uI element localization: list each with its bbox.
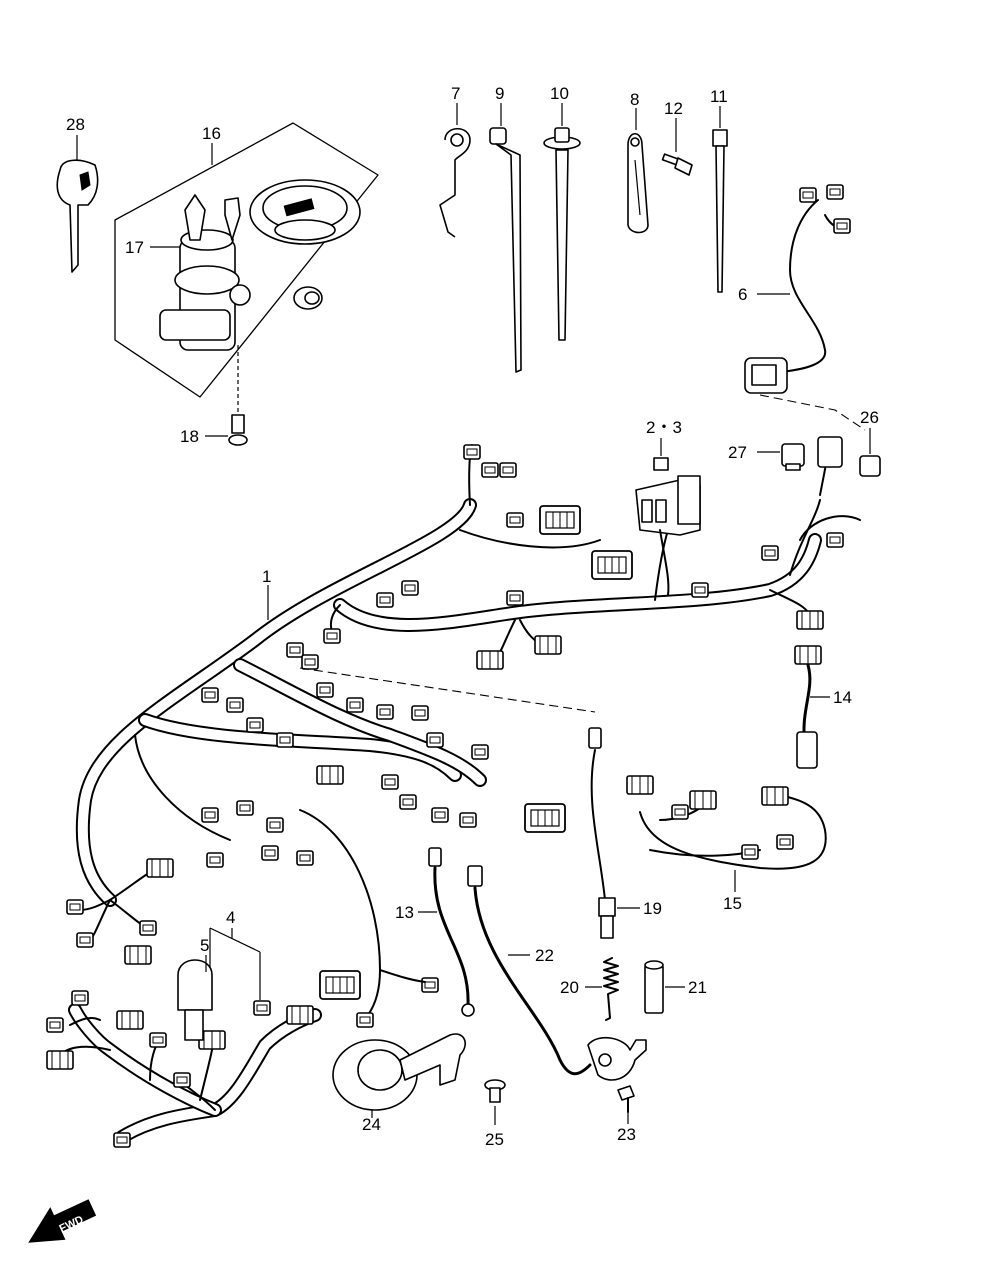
sub-harness-4: 4 bbox=[46, 908, 322, 1148]
screw-18: 18 bbox=[180, 345, 248, 446]
relay-27: 27 bbox=[728, 443, 805, 471]
callout-27-label: 27 bbox=[728, 443, 747, 462]
key-pair bbox=[184, 194, 241, 241]
screw-23: 23 bbox=[617, 1085, 636, 1144]
callout-1-label: 1 bbox=[262, 567, 271, 586]
callout-14-label: 14 bbox=[833, 688, 852, 707]
callout-20-label: 20 bbox=[560, 978, 579, 997]
callout-1: 1 bbox=[262, 567, 271, 620]
callout-25-label: 25 bbox=[485, 1130, 504, 1149]
sub-harness-15: 15 bbox=[626, 775, 827, 913]
callout-16: 16 bbox=[202, 124, 221, 165]
sensor-19: 19 bbox=[588, 727, 662, 939]
forward-direction-badge: FWD bbox=[28, 1199, 97, 1243]
horn-24: 24 bbox=[332, 1033, 466, 1134]
callout-7-label: 7 bbox=[451, 84, 460, 103]
callout-28-label: 28 bbox=[66, 115, 85, 134]
bolt-12: 12 bbox=[661, 99, 693, 176]
callout-21-label: 21 bbox=[688, 978, 707, 997]
ground-lead-13: 13 bbox=[395, 847, 475, 1017]
callout-10-label: 10 bbox=[550, 84, 569, 103]
ignition-switch-set bbox=[114, 122, 379, 398]
spring-20: 20 bbox=[560, 957, 619, 1021]
callout-11-label: 11 bbox=[710, 87, 728, 106]
callout-17: 17 bbox=[125, 238, 180, 257]
cable-tie-10: 10 bbox=[543, 84, 581, 341]
callout-16-label: 16 bbox=[202, 124, 221, 143]
connector-26: 26 bbox=[817, 408, 881, 477]
callout-28: 28 bbox=[66, 115, 85, 160]
callout-4-label: 4 bbox=[226, 908, 235, 927]
callout-19-label: 19 bbox=[643, 899, 662, 918]
main-wiring-harness bbox=[66, 439, 861, 1028]
cable-tie-11: 11 bbox=[710, 87, 728, 293]
callout-17-label: 17 bbox=[125, 238, 144, 257]
callout-13-label: 13 bbox=[395, 903, 414, 922]
callout-18-label: 18 bbox=[180, 427, 199, 446]
callout-8-label: 8 bbox=[630, 90, 639, 109]
screw-25: 25 bbox=[484, 1079, 506, 1149]
callout-26-label: 26 bbox=[860, 408, 879, 427]
cap-5: 5 bbox=[177, 936, 213, 1041]
callout-9-label: 9 bbox=[495, 84, 504, 103]
holder-8: 8 bbox=[627, 90, 649, 234]
callout-24-label: 24 bbox=[362, 1115, 381, 1134]
callout-5-label: 5 bbox=[200, 936, 209, 955]
callout-22-label: 22 bbox=[535, 946, 554, 965]
callout-2-3-label: 2・3 bbox=[646, 418, 682, 437]
callout-15-label: 15 bbox=[723, 894, 742, 913]
clamp-7: 7 bbox=[439, 84, 471, 238]
ignition-lock bbox=[159, 229, 251, 351]
seat-lock bbox=[293, 286, 323, 310]
sub-harness-14: 14 bbox=[794, 645, 852, 769]
callout-23-label: 23 bbox=[617, 1125, 636, 1144]
cable-tie-9: 9 bbox=[489, 84, 522, 373]
sleeve-21: 21 bbox=[644, 960, 707, 1014]
fuel-tank-cap bbox=[249, 179, 361, 245]
switch-lead-22: 22 bbox=[467, 865, 647, 1081]
callout-6-label: 6 bbox=[738, 285, 747, 304]
fuse-holder: 2・3 bbox=[635, 418, 701, 596]
callout-12-label: 12 bbox=[664, 99, 683, 118]
sub-harness-6: 6 bbox=[738, 184, 851, 394]
ignition-key-blank bbox=[56, 159, 99, 273]
